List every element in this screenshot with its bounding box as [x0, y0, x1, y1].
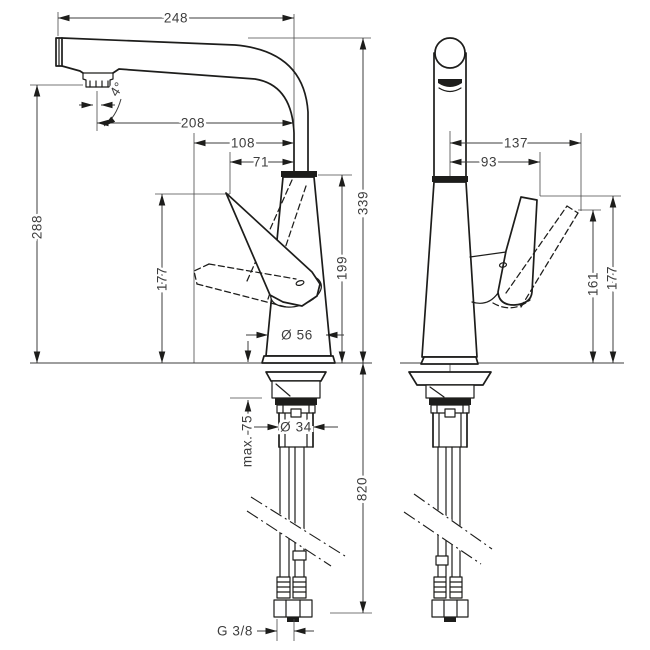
dim-label-max-mounting-thickness: max. 75 — [240, 415, 255, 467]
handle-lever-front — [497, 196, 538, 306]
aerator — [82, 72, 114, 88]
dim-label-handle-projection: 71 — [253, 155, 269, 170]
dim-handle-height-front: 177 — [602, 196, 622, 363]
dim-label-handle-lowered-projection: 108 — [231, 136, 255, 151]
break-mask-front — [403, 493, 493, 565]
break-line-1-front — [413, 493, 493, 550]
connector-hex — [273, 599, 313, 618]
dim-label-spout-height: 288 — [30, 215, 45, 239]
front-faucet-outline — [420, 37, 579, 365]
supply-hoses-front — [435, 446, 461, 578]
dim-label-connection-thread: G 3/8 — [217, 624, 253, 639]
handle-raised-dashed — [492, 205, 579, 309]
dim-max-mounting-thickness: max. 75 — [237, 341, 257, 470]
connector-nub-front — [444, 617, 456, 622]
hose-connectors — [273, 576, 313, 622]
connector-hex-front — [431, 599, 469, 618]
neck-joint-band-front — [432, 176, 468, 182]
aerator-front — [438, 79, 462, 87]
shank-tab-front — [444, 408, 456, 418]
shank-tab — [290, 408, 302, 418]
aerator-front-arc — [438, 87, 462, 93]
dim-shank-diameter: Ø 34 — [254, 417, 338, 437]
spout-inner-edge — [112, 68, 295, 172]
spout-top-edge — [61, 37, 309, 172]
mounting-flange — [265, 371, 327, 382]
dim-label-body-height: 199 — [335, 256, 350, 280]
spout-bottom-edge — [61, 65, 84, 74]
dim-label-handle-height-side: 177 — [155, 267, 170, 291]
angle-arc — [103, 98, 122, 127]
dim-base-diameter: Ø 56 — [246, 325, 344, 345]
dim-handle-lowered-projection: 108 — [194, 133, 294, 153]
dim-handle-raised-projection: 137 — [450, 133, 581, 153]
dim-handle-projection-front: 93 — [450, 152, 540, 172]
mounting-block-detail-front — [429, 386, 445, 398]
mounting-block-detail — [275, 383, 291, 397]
hidden-line-1 — [246, 179, 293, 282]
dim-handle-height-side: 177 — [152, 194, 172, 363]
dim-handle-raised-height: 161 — [583, 210, 603, 363]
o-ring — [275, 398, 317, 405]
dim-label-base-diameter: Ø 56 — [281, 328, 313, 343]
connector-nub — [287, 617, 299, 622]
dim-spout-reach: 248 — [58, 8, 294, 28]
handle-button-front — [498, 262, 508, 268]
break-line-1 — [250, 496, 346, 557]
dim-label-shank-diameter: Ø 34 — [280, 420, 312, 435]
shank-inner-front — [438, 412, 462, 448]
break-mask — [246, 496, 346, 567]
side-faucet-outline — [55, 37, 336, 364]
side-dimensions: 248 208 108 71 288 177 — [27, 8, 373, 641]
handle-connection — [469, 251, 507, 304]
handle-lever — [225, 192, 321, 307]
dim-label-hose-length: 820 — [355, 477, 370, 501]
dim-handle-projection: 71 — [230, 152, 294, 172]
side-under-counter — [246, 371, 346, 622]
dim-body-height: 199 — [332, 175, 352, 363]
dim-label-aerator-projection: 208 — [181, 116, 205, 131]
dim-label-handle-projection-front: 93 — [481, 155, 497, 170]
o-ring-front — [429, 398, 471, 405]
hose-crimp — [292, 550, 307, 561]
aerator-ticks — [89, 80, 109, 88]
handle-button — [295, 280, 305, 286]
dim-label-overall-height: 339 — [356, 191, 371, 215]
front-under-counter — [403, 371, 493, 622]
neck-joint-band — [281, 171, 317, 177]
break-line-2 — [246, 510, 332, 567]
body-cone-front — [421, 181, 478, 358]
dim-spout-height: 288 — [27, 85, 47, 363]
mounting-flange-front — [408, 371, 492, 386]
hose-crimp-front — [435, 555, 449, 566]
shank-inner — [284, 412, 308, 448]
base-plate — [261, 355, 336, 364]
handle-lowered-dashed — [193, 263, 297, 308]
mounting-block-front — [425, 384, 475, 399]
dim-label-handle-height-front: 177 — [605, 266, 620, 290]
dim-aerator-projection: 208 — [97, 113, 294, 133]
front-dimensions: 137 93 161 177 — [450, 133, 622, 363]
dim-connection-thread: G 3/8 — [214, 619, 314, 641]
supply-hoses — [279, 446, 307, 578]
front-view: 137 93 161 177 — [400, 37, 624, 622]
hose-connectors-front — [431, 576, 469, 622]
shank-outer-front — [432, 412, 468, 448]
column-sides — [433, 52, 467, 177]
mounting-block — [271, 380, 321, 399]
base-plate-front — [420, 356, 479, 365]
dim-overall-height: 339 — [353, 38, 373, 363]
dim-label-handle-raised-projection: 137 — [504, 136, 528, 151]
dim-label-handle-raised-height: 161 — [586, 272, 601, 296]
dim-label-spout-reach: 248 — [164, 11, 188, 26]
spout-head-front — [434, 37, 466, 69]
break-line-2-front — [403, 511, 482, 565]
side-view: 248 208 108 71 288 177 — [27, 8, 373, 641]
dim-hose-length: 820 — [352, 363, 372, 613]
